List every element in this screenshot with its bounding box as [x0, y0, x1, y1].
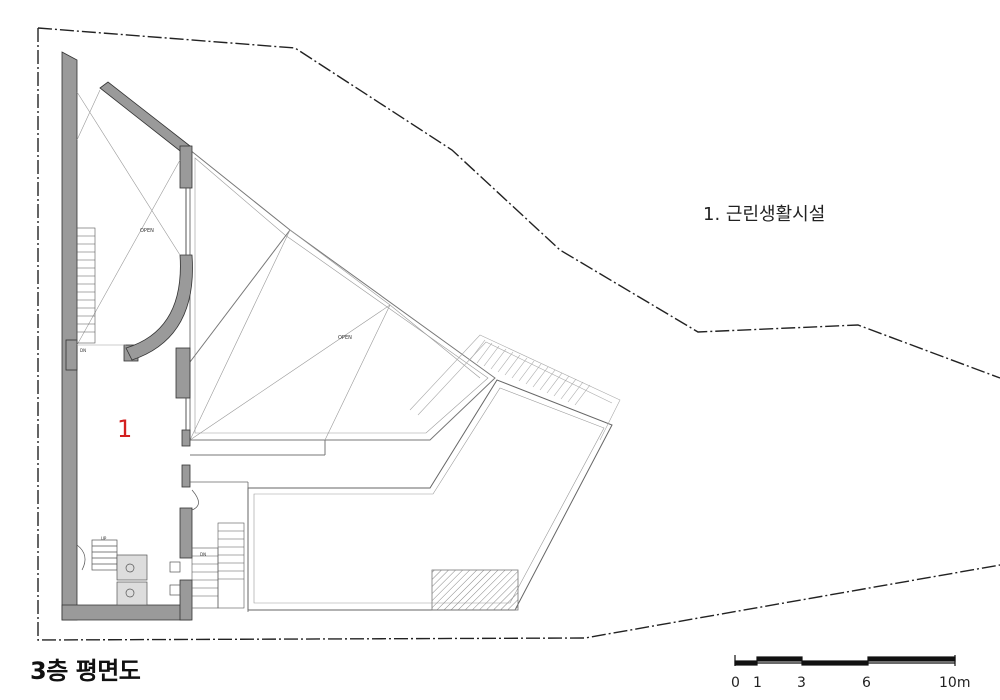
page-title: 3층 평면도 — [30, 657, 141, 685]
open-diagonal-b3 — [389, 304, 481, 379]
hatched-area — [431, 569, 519, 611]
external-stair — [409, 334, 621, 441]
open-label-a: OPEN — [140, 228, 154, 234]
scale-tick-3: 3 — [797, 675, 806, 691]
terrace-outline-lower-inner — [253, 387, 605, 604]
terrace-outline-upper — [189, 148, 496, 441]
terrace-outline-lower — [247, 379, 613, 611]
dn-label-stair: DN — [200, 552, 206, 557]
scale-tick-0: 0 — [731, 675, 740, 691]
toilet-block — [91, 539, 181, 606]
terrace-divider — [189, 229, 291, 363]
curved-wall — [125, 254, 193, 361]
open-diagonals-b — [189, 229, 391, 441]
open-label-b: OPEN — [338, 335, 352, 341]
up-label-toilet: UP — [101, 536, 107, 541]
exterior-walls — [61, 51, 193, 621]
door-swing-2 — [76, 544, 86, 571]
scale-bar — [734, 655, 956, 666]
door-swing — [191, 489, 199, 511]
site-boundary — [37, 27, 1000, 379]
terrace-outline-upper-inner — [194, 157, 489, 434]
dn-label-main: DN — [80, 348, 86, 353]
scale-tick-10m: 10m — [939, 675, 971, 691]
open-diagonals-a — [76, 89, 181, 346]
room-number: 1 — [117, 415, 132, 443]
interior-stair — [76, 227, 96, 344]
rear-stair — [191, 522, 245, 609]
legend-room-use: 1. 근린생활시설 — [703, 204, 826, 225]
scale-tick-1: 1 — [753, 675, 762, 691]
scale-tick-6: 6 — [862, 675, 871, 691]
site-boundary-left — [37, 28, 1000, 641]
open-diagonal-b2 — [324, 304, 391, 441]
